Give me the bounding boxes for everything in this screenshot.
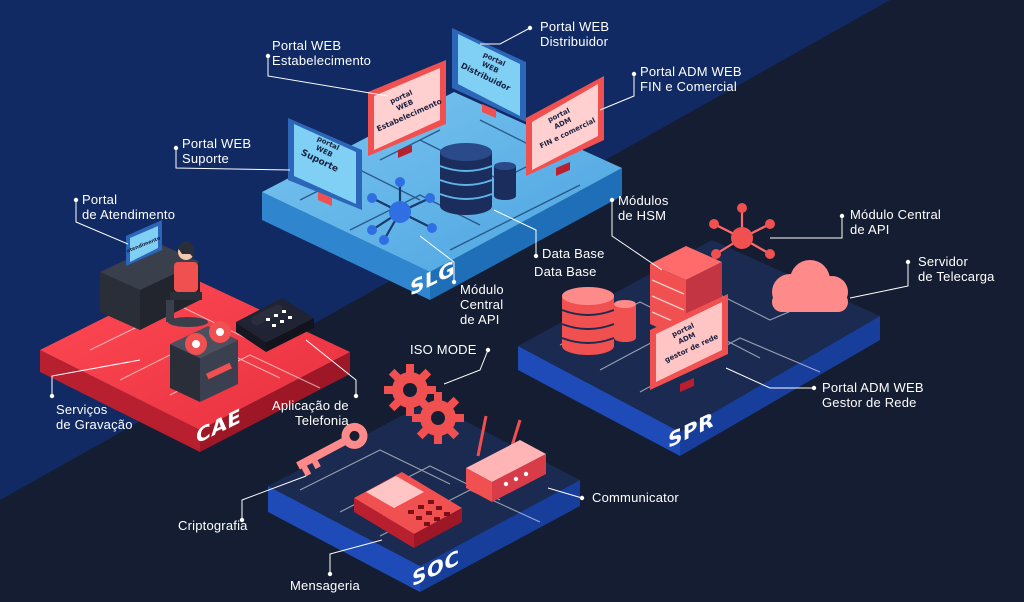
network-hub-icon [709, 203, 775, 259]
label-aplicacao-telefonia: Aplicação de Telefonia [272, 398, 349, 428]
label-modulo-central-api-slg: Módulo Central de API [460, 282, 504, 327]
tape-recorder-icon [170, 321, 238, 402]
monitor-icon: portal ADM gestor de rede [650, 294, 728, 392]
cloud-icon [772, 260, 848, 312]
agent-desk-icon: atendimento [100, 220, 208, 330]
leader-dots [49, 25, 911, 577]
leader-lines [51, 27, 909, 574]
monitor-icon: portal WEB Suporte [288, 118, 362, 210]
label-modulo-central-api-spr: Módulo Central de API [850, 207, 941, 237]
monitor-icon: portal ADM FIN e comercial [526, 76, 604, 176]
monitor-icon: portal WEB Estabelecimento [368, 60, 446, 158]
pos-terminal-icon [354, 472, 462, 548]
gears-icon [384, 364, 464, 444]
key-icon [296, 422, 368, 477]
label-servicos-gravacao: Serviços de Gravação [56, 402, 133, 432]
label-mensageria: Mensageria [290, 578, 360, 593]
label-portal-web-suporte: Portal WEB Suporte [182, 136, 252, 166]
network-hub-icon [367, 177, 437, 245]
label-modulos-hsm: Módulos de HSM [618, 193, 669, 223]
label-communicator: Communicator [592, 490, 679, 505]
label-portal-adm-web-gestor: Portal ADM WEB Gestor de Rede [822, 380, 924, 410]
database-icon [561, 287, 636, 355]
label-portal-web-estabelecimento: Portal WEB Estabelecimento [272, 38, 372, 68]
label-portal-atendimento: Portal de Atendimento [82, 192, 176, 222]
label-iso-mode: ISO MODE [410, 342, 477, 357]
label-portal-adm-web-fin: Portal ADM WEB FIN e Comercial [640, 64, 742, 94]
router-icon [466, 415, 546, 502]
telephone-icon [236, 298, 314, 352]
label-criptografia: Criptografia [178, 518, 248, 533]
label-data-base-slg: Data Base [542, 246, 605, 261]
label-data-base-spr: Data Base [534, 264, 597, 279]
label-portal-web-distribuidor: Portal WEB Distribuidor [540, 19, 610, 49]
monitor-icon: portal WEB Distribuidor [452, 28, 526, 122]
label-servidor-telecarga: Servidor de Telecarga [918, 254, 995, 284]
database-icon [439, 143, 516, 215]
